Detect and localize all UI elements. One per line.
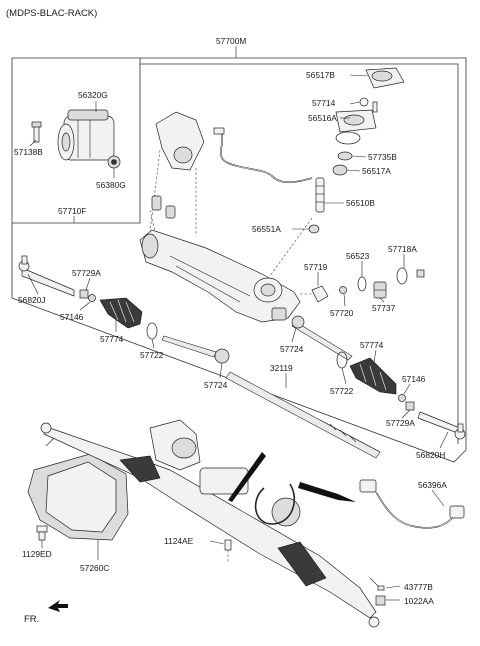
label-56510B: 56510B: [346, 198, 375, 208]
label-56320G: 56320G: [78, 90, 108, 100]
plug-part-57737: [373, 281, 387, 299]
front-arrow-icon: [48, 600, 68, 612]
label-57710F: 57710F: [58, 206, 86, 216]
label-57720: 57720: [330, 308, 354, 318]
label-57700M: 57700M: [216, 36, 246, 46]
tie-rod-end-right-part: [417, 411, 466, 440]
bearing-part-56551A: [308, 224, 320, 234]
spring-parts: [151, 195, 176, 219]
sensor-part: [155, 111, 313, 184]
harness-part-56396A: [254, 479, 465, 529]
gear-housing-part: [139, 229, 301, 323]
nut-part-1022AA: [375, 595, 386, 606]
oring-part-56523: [357, 276, 367, 292]
bolt-part-57138B: [31, 121, 42, 143]
assembly-frames: [11, 46, 467, 463]
yoke-part-57719: [311, 285, 329, 303]
diagram-title: (MDPS-BLAC-RACK): [6, 8, 97, 19]
label-56517A: 56517A: [362, 166, 391, 176]
label-56820H: 56820H: [416, 450, 445, 460]
label-56551A: 56551A: [252, 224, 281, 234]
label-57722-left: 57722: [140, 350, 164, 360]
coupler-part-56380G: [107, 155, 121, 169]
label-43777B: 43777B: [404, 582, 433, 592]
ring-part-57718A: [396, 267, 408, 285]
label-1022AA: 1022AA: [404, 596, 434, 606]
rack-assembly-installed-part: [40, 419, 380, 628]
inner-tie-rod-part-right: [291, 315, 353, 361]
label-57714: 57714: [312, 98, 336, 108]
label-57774-left: 57774: [100, 334, 124, 344]
motor-assembly-part: [57, 109, 115, 161]
label-57718A: 57718A: [388, 244, 417, 254]
rack-bar-part-32119: [225, 371, 381, 459]
leader-lines: [27, 74, 449, 601]
callout-arrow: [228, 452, 356, 502]
label-56523: 56523: [346, 251, 370, 261]
dashed-leaders: [149, 149, 313, 277]
pinion-part-56510B: [315, 177, 325, 213]
ring-part-57735B: [337, 151, 353, 161]
cover-part-56517B: [365, 67, 405, 89]
heat-shield-part-57260C: [27, 453, 129, 541]
inner-tie-rod-part-left: [161, 335, 230, 364]
seal-part-57714: [359, 97, 369, 107]
label-57722-right: 57722: [330, 386, 354, 396]
tie-rod-end-left-part: [18, 255, 75, 297]
label-57774-right: 57774: [360, 340, 384, 350]
oring-part: [335, 131, 361, 145]
label-57146-left: 57146: [60, 312, 84, 322]
label-57260C: 57260C: [80, 563, 109, 573]
label-57729A-left: 57729A: [72, 268, 101, 278]
label-57146-right: 57146: [402, 374, 426, 384]
label-57729A-right: 57729A: [386, 418, 415, 428]
label-1124AE: 1124AE: [164, 536, 194, 546]
label-56516A: 56516A: [308, 113, 337, 123]
label-56517B: 56517B: [306, 70, 335, 80]
label-front: FR.: [24, 614, 39, 625]
label-57138B: 57138B: [14, 147, 43, 157]
label-57724-right: 57724: [280, 344, 304, 354]
part-labels: 57700M 56517B 56320G 57714 56516A 57138B…: [14, 36, 447, 625]
label-56396A: 56396A: [418, 480, 447, 490]
nut-part-57729A-left: [79, 289, 89, 299]
bolt-part-43777B: [369, 577, 385, 591]
label-56380G: 56380G: [96, 180, 126, 190]
bolt-part-1129ED: [36, 525, 48, 541]
bolt-part-57718A: [416, 269, 425, 278]
clip-part-57146-left: [88, 294, 96, 302]
label-57719: 57719: [304, 262, 328, 272]
clamp-part-57722-left: [146, 322, 158, 340]
spring-part-57720: [339, 286, 347, 294]
label-32119: 32119: [270, 363, 293, 373]
clip-part-57146-right: [398, 394, 406, 402]
boot-part-57774-left: [99, 297, 143, 329]
boot-part-57774-right: [349, 357, 397, 395]
nut-part-57729A-right: [405, 401, 415, 411]
label-57724-left: 57724: [204, 380, 228, 390]
label-56820J: 56820J: [18, 295, 45, 305]
nut-part-56517A: [332, 164, 348, 176]
screw-part-57714: [372, 101, 378, 113]
label-1129ED: 1129ED: [22, 549, 52, 559]
bolt-part-1124AE: [224, 539, 232, 562]
label-57737: 57737: [372, 303, 396, 313]
label-57735B: 57735B: [368, 152, 397, 162]
housing-part-56516A: [335, 109, 377, 133]
